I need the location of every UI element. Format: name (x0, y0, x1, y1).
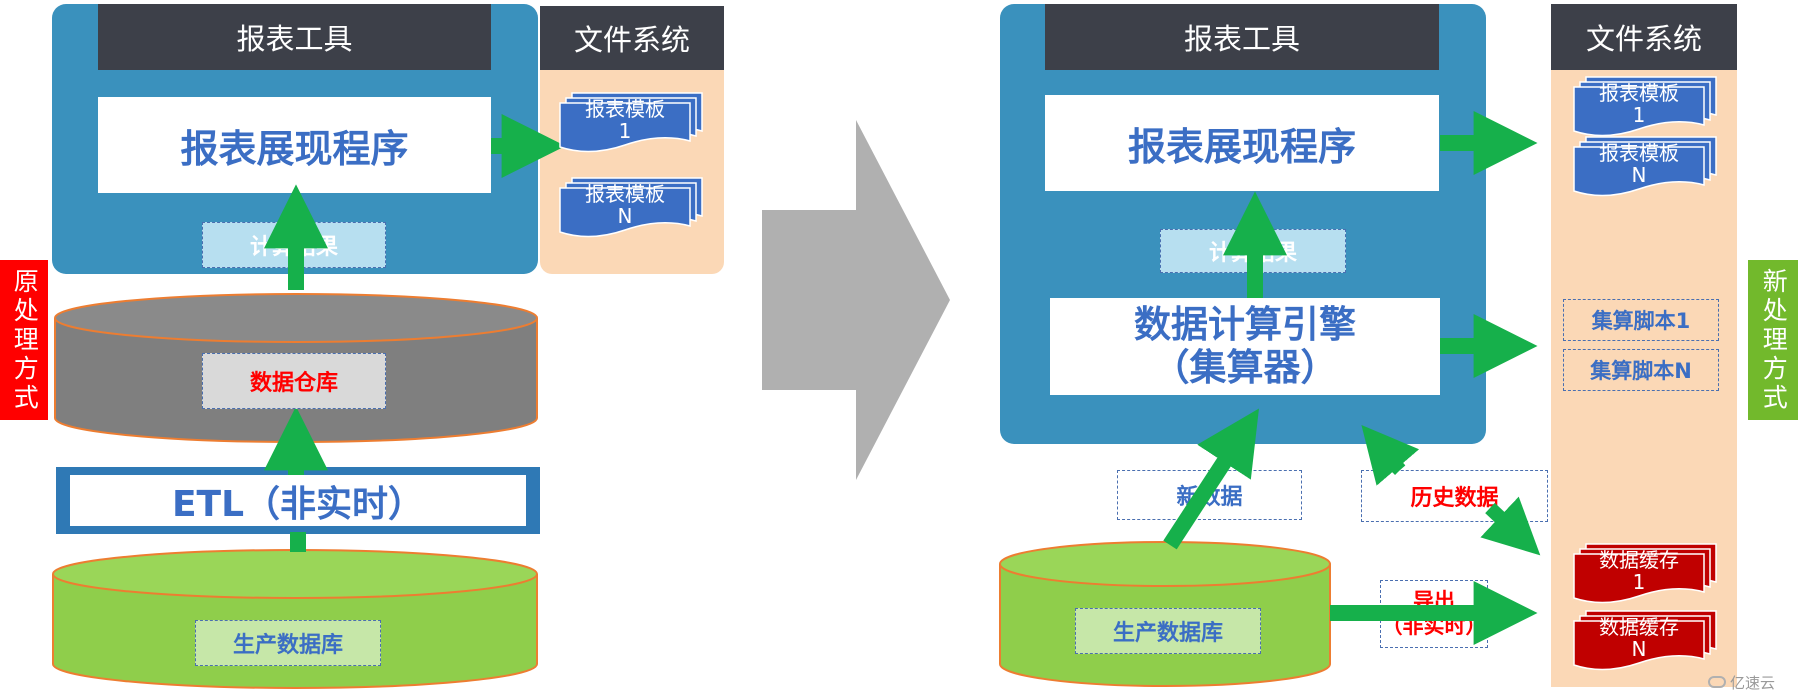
right-tool-title: 报表工具 (1045, 4, 1439, 70)
left-filesystem-title: 文件系统 (540, 6, 724, 70)
right-compute-engine: 数据计算引擎 （集算器） (1050, 298, 1440, 395)
right-prod-db-label: 生产数据库 (1075, 608, 1261, 654)
right-template-n-doc (1573, 136, 1717, 197)
right-arrow-new-data (1163, 408, 1259, 550)
left-template-n-doc (559, 177, 703, 238)
right-template-1-doc (1573, 76, 1717, 137)
watermark-text: 亿速云 (1730, 673, 1776, 692)
left-tool-title: 报表工具 (98, 4, 491, 70)
left-template-1-label: 报表模板 1 (585, 97, 665, 143)
right-filesystem-title: 文件系统 (1551, 4, 1737, 70)
right-arrow-history-to-cache (1480, 496, 1541, 556)
right-script-1: 集算脚本1 (1563, 299, 1719, 341)
right-cache-1-doc (1573, 543, 1717, 604)
right-arrow-history-to-engine (1361, 424, 1420, 486)
left-side-label: 原处理方式 (0, 260, 48, 420)
left-template-1-doc (559, 92, 703, 153)
right-side-label-text: 新处理方式 (1759, 267, 1789, 413)
left-side-label-text: 原处理方式 (10, 267, 40, 413)
right-report-program: 报表展现程序 (1045, 95, 1439, 191)
right-engine-line1: 数据计算引擎 (1134, 302, 1356, 346)
right-script-n: 集算脚本N (1563, 349, 1719, 391)
right-side-label: 新处理方式 (1748, 260, 1798, 420)
right-template-n-label: 报表模板 N (1599, 141, 1679, 187)
watermark-logo-icon (1708, 676, 1726, 688)
left-warehouse-label: 数据仓库 (202, 353, 386, 409)
right-cache-n-label: 数据缓存 N (1599, 615, 1679, 661)
right-engine-line2: （集算器） (1152, 345, 1338, 389)
left-template-n-label: 报表模板 N (585, 182, 665, 228)
left-etl-label: ETL（非实时） (171, 483, 425, 525)
right-template-1-label: 报表模板 1 (1599, 81, 1679, 127)
left-prod-db-label: 生产数据库 (195, 620, 381, 666)
left-prod-db-cylinder (52, 549, 538, 689)
watermark: 亿速云 (1708, 670, 1796, 694)
right-cache-1-label: 数据缓存 1 (1599, 548, 1679, 594)
transition-big-arrow (762, 120, 950, 480)
left-report-program: 报表展现程序 (98, 97, 491, 193)
left-etl-inner (70, 475, 526, 526)
right-cache-n-doc (1573, 610, 1717, 671)
